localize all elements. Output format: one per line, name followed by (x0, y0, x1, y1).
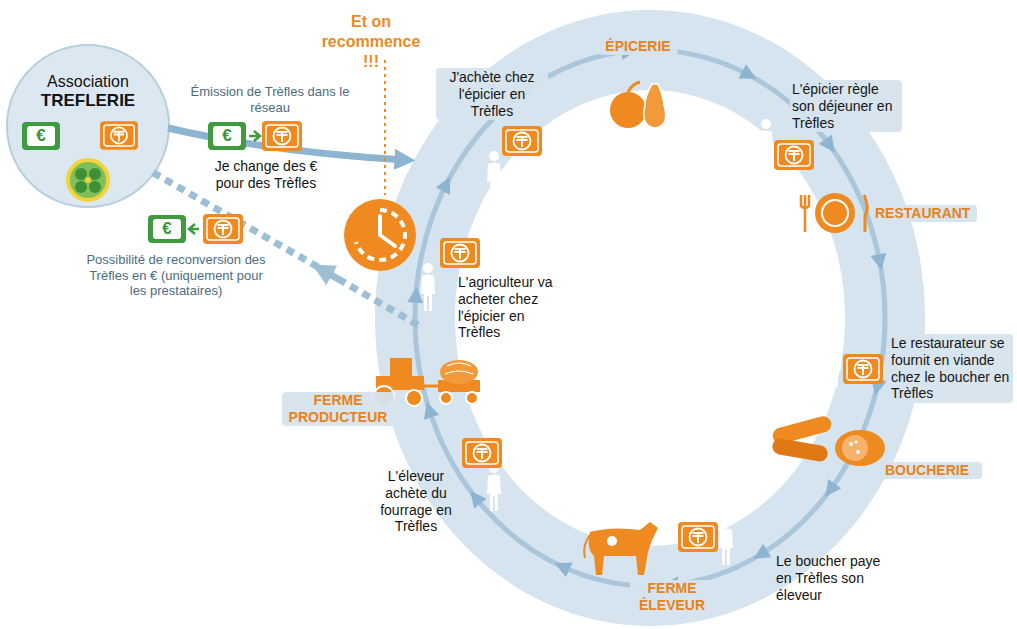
step-caption: L'éleveur achète du fourrage en Trèfles (374, 468, 458, 535)
ring-part-part (819, 135, 835, 153)
tractor-icon-part (440, 392, 452, 404)
payers-part (678, 522, 718, 552)
reconversion-arrow-part (148, 215, 186, 243)
restart-marker (344, 60, 416, 271)
payers-part (774, 140, 814, 170)
station-name: RESTAURANT (872, 205, 977, 222)
station-name: FERME ÉLEVEUR (630, 580, 714, 614)
clover-logo (68, 160, 108, 200)
restart-marker-part (356, 210, 405, 260)
restart-marker-part (344, 199, 416, 271)
butcher-icon-part (771, 437, 829, 462)
payers-part (487, 151, 501, 199)
clover-logo-part (75, 181, 87, 193)
butcher-icon (771, 415, 885, 466)
payers-part (440, 238, 480, 268)
association-node: AssociationTREFLERIE (7, 45, 169, 207)
reconversion-arrow-part (203, 214, 243, 244)
exchange-caption: Je change des € pour des Trèfles (200, 158, 332, 192)
step-caption: L'épicier règle son déjeuner en Trèfles (790, 80, 902, 132)
restart-marker-part (380, 216, 395, 246)
butcher-icon-part (849, 442, 853, 446)
currency-sign: € (22, 122, 60, 150)
tractor-icon-part (440, 360, 478, 384)
restaurant-icon-part (822, 200, 848, 226)
cow-icon-part (584, 535, 590, 558)
reconversion-arrow (148, 172, 418, 325)
grocery-icon-part (610, 92, 646, 128)
emission-arrow-part (208, 122, 246, 150)
association-circle-part (100, 121, 138, 150)
step-caption: Le restaurateur se fournit en viande che… (889, 334, 1013, 403)
payers-part (502, 126, 542, 156)
restaurant-icon-part (801, 195, 809, 232)
station-name: BOUCHERIE (882, 462, 982, 479)
emission-arrow (168, 121, 405, 160)
node-heading: Association (7, 73, 169, 91)
payers-part (462, 438, 502, 468)
ring-part-part (407, 287, 423, 304)
cow-icon (584, 522, 658, 575)
clover-logo-part (89, 168, 101, 180)
restart-note: Et on recommence !!! (316, 12, 426, 72)
cow-icon-part (607, 536, 617, 546)
ring-part-part (738, 64, 756, 79)
butcher-icon-part (835, 430, 885, 466)
payers-part (843, 354, 883, 384)
reconversion-label: Possibilité de reconversion des Trèfles … (84, 252, 268, 299)
payers-part (487, 463, 501, 511)
tractor-icon-part (466, 392, 478, 404)
ring-part-part (825, 479, 841, 497)
ring-part-part (753, 544, 771, 559)
ring-part-part (871, 253, 887, 270)
payers (421, 119, 883, 565)
emission-arrow-part (262, 121, 302, 151)
ring-part-part (424, 402, 439, 420)
ring (375, 10, 925, 626)
clover-logo-part (75, 168, 87, 180)
station-name: ÉPICERIE (598, 38, 678, 55)
clover-logo-part (85, 177, 91, 183)
tractor-icon-part (406, 390, 422, 406)
currency-sign: € (208, 122, 246, 150)
butcher-icon-part (842, 435, 868, 461)
reconversion-arrow-part (328, 273, 418, 325)
restaurant-icon-part (815, 193, 855, 233)
step-caption: Le boucher paye en Trèfles son éleveur (776, 553, 894, 603)
clover-logo-part (89, 181, 101, 193)
node-title: TREFLERIE (7, 91, 169, 111)
ring-part (455, 90, 845, 546)
butcher-icon-part (856, 450, 860, 454)
butcher-icon-part (855, 441, 858, 444)
association-circle-part (7, 45, 169, 207)
restaurant-icon (801, 193, 867, 233)
ring-part-part (470, 491, 486, 509)
reconversion-arrow-part (322, 270, 340, 280)
ring-part-part (555, 563, 573, 578)
ring-part (375, 10, 925, 626)
station-name: FERME PRODUCTEUR (282, 392, 394, 426)
step-caption: J'achète chez l'épicier en Trèfles (436, 68, 548, 120)
currency-sign: € (148, 215, 186, 243)
association-circle-part (22, 122, 60, 150)
payers-part (827, 339, 841, 387)
emission-arrow-part (249, 131, 260, 141)
association-circle (7, 45, 169, 207)
grocery-icon-part (644, 84, 666, 128)
cow-icon-part (589, 522, 658, 575)
clover-logo-part (68, 160, 108, 200)
payers-part (759, 119, 773, 167)
ring-part-part (436, 177, 450, 195)
payers-part (421, 263, 435, 311)
reconversion-arrow-part (189, 224, 199, 234)
tractor-icon-part (424, 385, 440, 388)
payers-part (719, 517, 733, 565)
step-caption: L'agriculteur va acheter chez l'épicier … (458, 274, 570, 341)
emission-label: Émission de Trèfles dans le réseau (186, 84, 354, 115)
grocery-icon-part (628, 82, 640, 92)
restart-marker-part (384, 60, 386, 195)
grocery-icon (610, 82, 666, 128)
tractor-icon-part (445, 363, 473, 374)
restaurant-icon-part (864, 195, 867, 232)
